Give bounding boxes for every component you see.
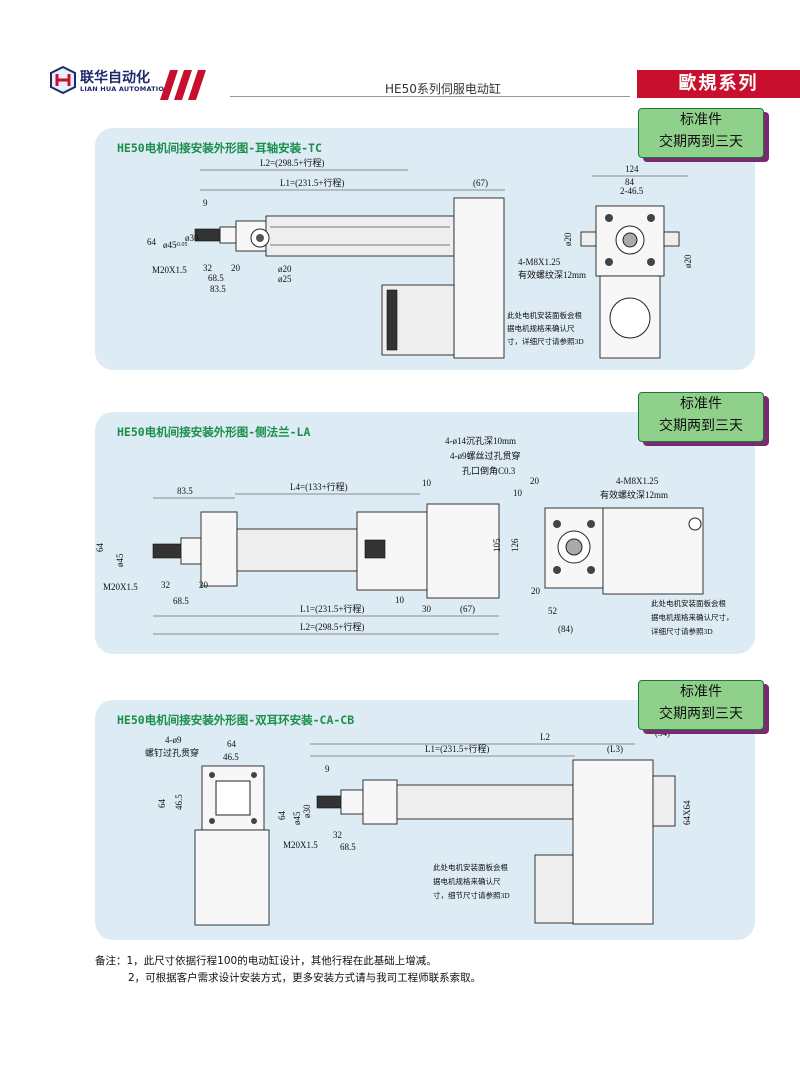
dim-83-5: 83.5 [210, 284, 226, 294]
svg-text:32: 32 [333, 830, 342, 840]
clevis-drawing: 4-ø9 螺钉过孔贯穿 64 46.5 64 46.5 L2 (54) L1=(… [145, 728, 692, 926]
svg-text:32: 32 [161, 580, 170, 590]
side-flange-drawing: 4-ø14沉孔深10mm 4-ø9螺丝过孔贯穿 孔口倒角C0.3 83.5 L4… [95, 436, 734, 636]
trunnion-drawing: L2=(298.5+行程) L1=(231.5+行程) (67) 9 64 ø4… [147, 157, 693, 359]
svg-text:L1=(231.5+行程): L1=(231.5+行程) [425, 743, 489, 754]
svg-text:9: 9 [325, 764, 330, 774]
svg-text:据电机规格来确认尺: 据电机规格来确认尺 [433, 876, 501, 886]
dim-9: 9 [203, 198, 208, 208]
svg-text:64: 64 [95, 543, 105, 553]
svg-text:据电机规格来确认尺寸，: 据电机规格来确认尺寸， [651, 612, 734, 622]
document-title: HE50系列伺服电动缸 [385, 82, 501, 96]
drawing-panel-ca-cb: HE50电机间接安装外形图-双耳环安装-CA-CB 4-ø9 螺钉过孔贯穿 64… [95, 700, 755, 940]
dim-68-5: 68.5 [208, 273, 224, 283]
svg-text:20: 20 [530, 476, 540, 486]
svg-text:(L3): (L3) [607, 744, 623, 754]
svg-text:10: 10 [422, 478, 432, 488]
svg-text:64X64: 64X64 [682, 800, 692, 825]
svg-text:30: 30 [422, 604, 432, 614]
svg-text:ø20: ø20 [683, 254, 693, 268]
dim-124: 124 [625, 164, 639, 174]
svg-text:ø45: ø45 [115, 553, 125, 567]
svg-text:(54): (54) [655, 728, 670, 738]
svg-text:126: 126 [510, 538, 520, 552]
svg-text:52: 52 [548, 606, 557, 616]
dim-d45: ø45 [163, 240, 177, 250]
svg-text:ø20: ø20 [563, 232, 573, 246]
svg-text:20: 20 [531, 586, 541, 596]
drawing-panel-tc: HE50电机间接安装外形图-耳轴安装-TC L2=(298.5+行程) L1=(… [95, 128, 755, 370]
svg-text:ø30: ø30 [302, 804, 312, 818]
svg-text:105: 105 [492, 538, 502, 552]
svg-text:10: 10 [395, 595, 405, 605]
svg-text:68.5: 68.5 [340, 842, 356, 852]
dim-83-5: 83.5 [177, 486, 193, 496]
note-2: 2，可根据客户需求设计安装方式，更多安装方式请与我司工程师联系索取。 [128, 972, 482, 984]
svg-text:64: 64 [227, 739, 237, 749]
svg-text:孔口倒角C0.3: 孔口倒角C0.3 [462, 465, 516, 476]
dim-l1: L1=(231.5+行程) [300, 603, 364, 614]
drawing-panel-la: HE50电机间接安装外形图-侧法兰-LA 4-ø14沉孔深10mm 4-ø9螺丝… [95, 412, 755, 654]
brand-name-en: LIAN HUA AUTOMATION [80, 85, 170, 93]
lead-time-badge: 标准件交期两到三天 [638, 392, 764, 442]
svg-text:ø45: ø45 [292, 811, 302, 825]
dim-phi20: ø20 [278, 264, 292, 274]
svg-text:详细尺寸请参照3D: 详细尺寸请参照3D [651, 626, 713, 636]
dim-phi25: ø25 [278, 274, 292, 284]
brand-logo-icon [50, 66, 76, 94]
svg-text:4-M8X1.25: 4-M8X1.25 [616, 476, 659, 486]
brand-stripes-icon [160, 70, 206, 100]
lead-time-badge: 标准件交期两到三天 [638, 680, 764, 730]
svg-text:4-ø9螺丝过孔贯穿: 4-ø9螺丝过孔贯穿 [450, 450, 521, 461]
svg-text:此处电机安装面板会根: 此处电机安装面板会根 [507, 310, 582, 320]
panel-title: HE50电机间接安装外形图-侧法兰-LA [117, 425, 311, 439]
dim-m20: M20X1.5 [152, 265, 187, 275]
svg-text:(67): (67) [460, 604, 475, 614]
dim-84: 84 [625, 177, 635, 187]
svg-text:46.5: 46.5 [223, 752, 239, 762]
note-1: 1，此尺寸依据行程100的电动缸设计，其他行程在此基础上增减。 [126, 955, 437, 967]
svg-text:64: 64 [157, 799, 167, 809]
svg-text:据电机规格来确认尺: 据电机规格来确认尺 [507, 323, 575, 333]
svg-text:(84): (84) [558, 624, 573, 634]
svg-text:68.5: 68.5 [173, 596, 189, 606]
page-header: 联华自动化 LIAN HUA AUTOMATION HE50系列伺服电动缸 歐規… [0, 0, 800, 110]
svg-text:寸，详细尺寸请参照3D: 寸，详细尺寸请参照3D [507, 336, 584, 346]
dim-m20: M20X1.5 [103, 582, 138, 592]
dim-m8: 4-M8X1.25 [518, 257, 561, 267]
svg-text:M20X1.5: M20X1.5 [283, 840, 318, 850]
svg-text:有效螺纹深12mm: 有效螺纹深12mm [600, 489, 668, 500]
header-divider [230, 96, 630, 97]
dim-64: 64 [147, 237, 157, 247]
dim-l1: L1=(231.5+行程) [280, 177, 344, 188]
svg-text:螺钉过孔贯穿: 螺钉过孔贯穿 [145, 747, 199, 758]
dim-32: 32 [203, 263, 212, 273]
svg-text:此处电机安装面板会根: 此处电机安装面板会根 [651, 598, 726, 608]
dim-20: 20 [231, 263, 241, 273]
brand-name-cn: 联华自动化 [80, 70, 150, 86]
dim-67: (67) [473, 178, 488, 188]
series-banner: 歐規系列 [637, 70, 800, 98]
svg-text:4-ø9: 4-ø9 [165, 735, 182, 745]
dim-l2: L2=(298.5+行程) [300, 621, 364, 632]
svg-text:10: 10 [513, 488, 523, 498]
dim-l4: L4=(133+行程) [290, 481, 348, 492]
svg-text:46.5: 46.5 [174, 794, 184, 810]
lead-time-badge: 标准件交期两到三天 [638, 108, 764, 158]
svg-text:20: 20 [199, 580, 209, 590]
dim-d30: ø30 [185, 233, 199, 243]
dim-2-46-5: 2-46.5 [620, 186, 644, 196]
dim-l2: L2=(298.5+行程) [260, 157, 324, 168]
footnotes: 备注：1，此尺寸依据行程100的电动缸设计，其他行程在此基础上增减。 2，可根据… [95, 953, 481, 987]
dim-m8-depth: 有效螺纹深12mm [518, 269, 586, 280]
svg-text:此处电机安装面板会根: 此处电机安装面板会根 [433, 862, 508, 872]
svg-text:寸，细节尺寸请参照3D: 寸，细节尺寸请参照3D [433, 890, 510, 900]
notes-label: 备注： [95, 955, 127, 967]
svg-text:64: 64 [277, 811, 287, 821]
svg-text:4-ø14沉孔深10mm: 4-ø14沉孔深10mm [445, 436, 516, 446]
svg-text:L2: L2 [540, 732, 550, 742]
svg-text:-0.05: -0.05 [175, 242, 188, 248]
panel-title: HE50电机间接安装外形图-耳轴安装-TC [117, 141, 322, 155]
panel-title: HE50电机间接安装外形图-双耳环安装-CA-CB [117, 713, 355, 727]
